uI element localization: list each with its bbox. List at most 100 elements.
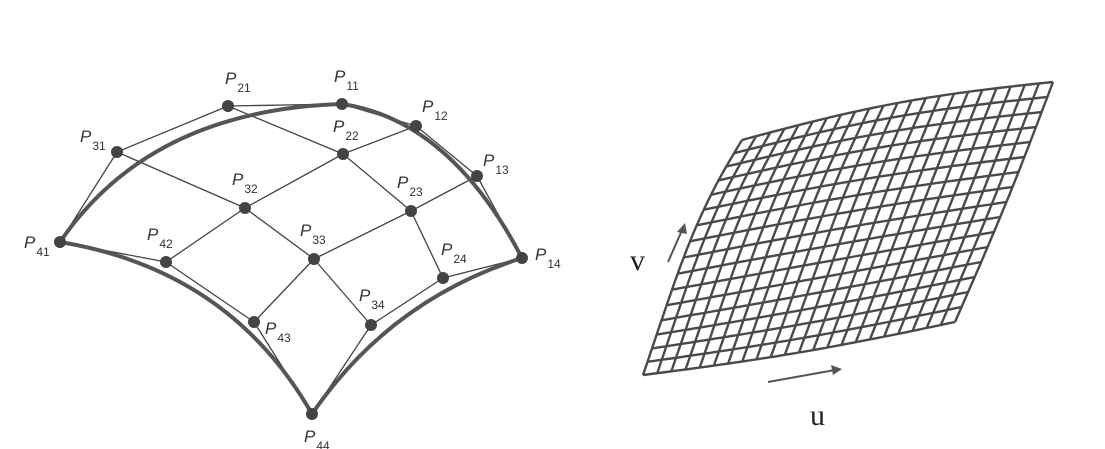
mesh-u-line	[666, 245, 988, 307]
net-line	[342, 125, 417, 155]
mesh-u-line	[741, 80, 1054, 142]
label-letter: P	[24, 233, 36, 252]
net-line	[227, 105, 344, 155]
control-point-22	[337, 148, 349, 160]
mesh-u-line	[661, 260, 982, 322]
net-line	[313, 210, 412, 260]
label-letter: P	[422, 97, 434, 116]
net-line	[244, 153, 344, 209]
control-point-43	[248, 316, 260, 328]
control-point-42	[160, 256, 172, 268]
u-direction-arrow	[767, 365, 842, 383]
label-subscript: 21	[237, 81, 251, 95]
control-point-33	[308, 253, 320, 265]
net-line	[165, 207, 246, 263]
label-letter: P	[225, 69, 237, 88]
control-point-41	[54, 236, 66, 248]
net-line	[253, 258, 315, 323]
mesh-u-line	[689, 185, 1013, 243]
mesh-u-line	[726, 110, 1042, 168]
label-subscript: 23	[409, 185, 423, 199]
mesh-u-line	[733, 95, 1048, 155]
control-point-label-34: P34	[359, 286, 385, 312]
label-letter: P	[232, 170, 244, 189]
v-direction-arrow	[667, 223, 687, 263]
label-subscript: 31	[92, 139, 106, 153]
control-point-24	[437, 272, 449, 284]
mesh-u-line	[642, 320, 956, 377]
mesh-u-line	[677, 215, 1001, 275]
net-line	[313, 258, 372, 326]
parameter-mesh	[641, 80, 1055, 377]
label-letter: P	[333, 117, 345, 136]
control-point-label-31: P31	[80, 127, 106, 153]
control-point-label-41: P41	[24, 233, 50, 259]
net-line	[116, 105, 229, 153]
label-subscript: 44	[316, 439, 330, 449]
boundary-curve-left	[59, 240, 314, 415]
control-point-label-23: P23	[397, 173, 423, 199]
mesh-u-line	[718, 125, 1037, 182]
v-axis-label: v	[630, 244, 645, 277]
control-point-34	[365, 319, 377, 331]
label-subscript: 41	[36, 245, 50, 259]
label-subscript: 12	[434, 109, 448, 123]
label-letter: P	[265, 319, 277, 338]
label-letter: P	[535, 245, 547, 264]
label-letter: P	[334, 67, 346, 86]
label-subscript: 42	[159, 237, 173, 251]
label-subscript: 14	[547, 257, 561, 271]
label-letter: P	[483, 151, 495, 170]
label-letter: P	[147, 225, 159, 244]
mesh-u-line	[671, 230, 995, 291]
control-point-13	[471, 170, 483, 182]
label-subscript: 43	[277, 331, 291, 345]
net-line	[370, 277, 444, 326]
u-axis-label: u	[810, 399, 825, 432]
mesh-u-line	[703, 155, 1025, 211]
control-point-12	[410, 120, 422, 132]
boundary-curve-top	[58, 101, 524, 259]
control-point-label-32: P32	[232, 170, 258, 196]
mesh-u-line	[651, 290, 969, 350]
control-point-label-21: P21	[225, 69, 251, 95]
control-point-14	[516, 252, 528, 264]
label-letter: P	[359, 286, 371, 305]
control-point-11	[336, 98, 348, 110]
label-subscript: 24	[453, 252, 467, 266]
net-line	[165, 261, 255, 323]
label-letter: P	[441, 240, 453, 259]
control-points	[54, 98, 528, 420]
label-subscript: 13	[495, 163, 509, 177]
label-letter: P	[397, 173, 409, 192]
control-point-label-42: P42	[147, 225, 173, 251]
control-point-labels: P11P12P13P14P21P22P23P24P31P32P33P34P41P…	[24, 67, 561, 449]
net-line	[116, 151, 246, 209]
control-point-label-11: P11	[334, 67, 359, 93]
net-line	[244, 207, 315, 260]
control-point-label-44: P44	[304, 427, 330, 449]
control-point-31	[111, 146, 123, 158]
control-point-label-13: P13	[483, 151, 509, 177]
net-line	[410, 210, 444, 279]
label-subscript: 34	[371, 298, 385, 312]
control-point-label-43: P43	[265, 319, 291, 345]
mesh-u-line	[647, 305, 962, 363]
mesh-u-line	[656, 275, 975, 336]
control-point-23	[405, 205, 417, 217]
label-subscript: 22	[345, 129, 359, 143]
control-point-label-12: P12	[422, 97, 448, 123]
mesh-v-line	[641, 139, 744, 376]
net-line	[410, 175, 478, 212]
label-letter: P	[304, 427, 316, 446]
control-point-21	[222, 100, 234, 112]
surface-boundary-curves	[58, 101, 524, 416]
net-line	[415, 125, 478, 177]
mesh-u-line	[710, 140, 1031, 196]
label-subscript: 33	[312, 233, 326, 247]
control-point-label-14: P14	[535, 245, 561, 271]
label-subscript: 32	[244, 182, 258, 196]
control-point-44	[306, 408, 318, 420]
control-point-label-24: P24	[441, 240, 467, 266]
